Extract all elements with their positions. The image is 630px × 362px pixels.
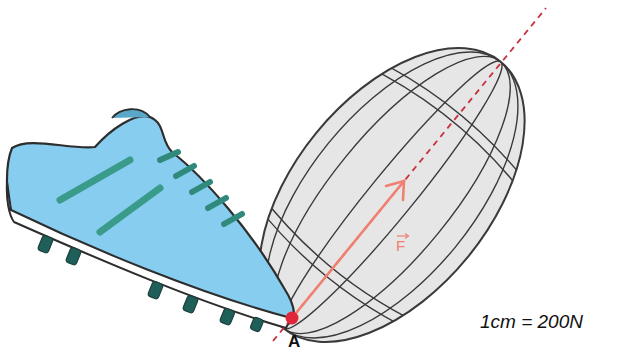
- scale-note: 1cm = 200N: [480, 312, 583, 333]
- point-a: [286, 312, 299, 325]
- football-boot: [7, 109, 294, 332]
- boot-upper: [7, 116, 294, 325]
- boot-stripes: [60, 160, 160, 232]
- force-vector: [292, 181, 404, 318]
- seam: [266, 48, 518, 342]
- point-label: A: [288, 333, 300, 352]
- boot-heel-tab: [112, 109, 150, 118]
- boot-sole: [7, 182, 291, 328]
- boot-studs: [37, 235, 264, 333]
- line-of-action: [273, 8, 546, 341]
- vector-label: F: [396, 238, 405, 255]
- boot-laces: [160, 152, 242, 224]
